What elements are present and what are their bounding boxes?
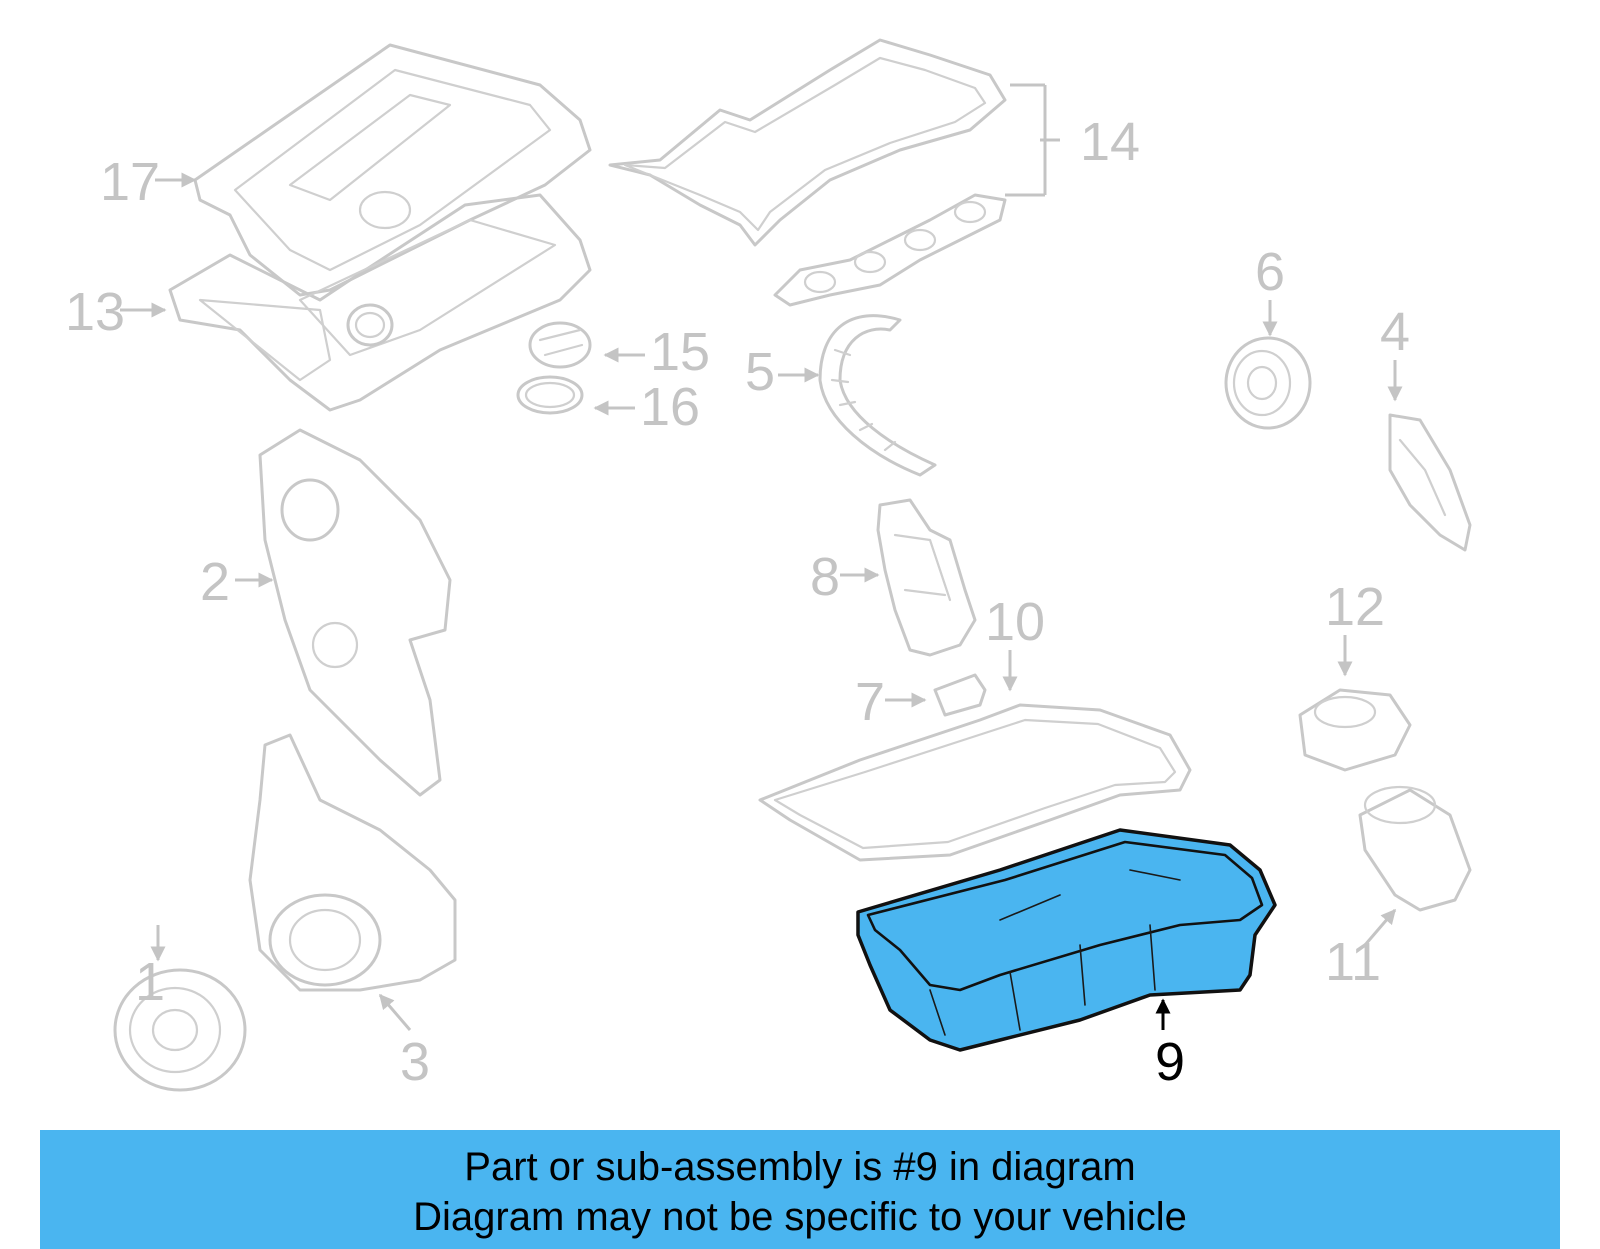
- part-12-oil-filter-housing: [1298, 688, 1412, 772]
- info-banner: Part or sub-assembly is #9 in diagram Di…: [40, 1130, 1560, 1249]
- callout-labels: 1 2 3 4 5 6 7 8 9 10 11 12 13 14 15 16 1…: [65, 112, 1410, 1092]
- part-9-oil-pan: [856, 828, 1277, 1052]
- callout-14: 14: [1080, 112, 1140, 172]
- callout-leaders: [120, 83, 1403, 1031]
- callout-8: 8: [810, 547, 840, 607]
- callout-1: 1: [135, 952, 165, 1012]
- part-5-timing-chain: [818, 314, 937, 477]
- part-6-idler-pulley: [1224, 336, 1312, 430]
- callout-6: 6: [1255, 242, 1285, 302]
- part-2-timing-cover-upper: [258, 428, 452, 797]
- callout-9: 9: [1155, 1032, 1185, 1092]
- callout-7: 7: [855, 672, 885, 732]
- banner-line-1: Part or sub-assembly is #9 in diagram: [464, 1145, 1136, 1189]
- banner-line-2: Diagram may not be specific to your vehi…: [413, 1195, 1187, 1239]
- callout-11: 11: [1325, 932, 1381, 992]
- part-11-oil-filter: [1358, 785, 1472, 912]
- part-3-timing-cover-lower: [248, 733, 457, 992]
- callout-13: 13: [65, 282, 125, 342]
- callout-3: 3: [400, 1032, 430, 1092]
- callout-17: 17: [100, 152, 160, 212]
- callout-16: 16: [640, 377, 700, 437]
- callout-12: 12: [1325, 577, 1385, 637]
- part-7-oil-strainer: [933, 673, 987, 717]
- part-1-crankshaft-pulley: [113, 968, 247, 1092]
- callout-10: 10: [985, 592, 1045, 652]
- callout-5: 5: [745, 342, 775, 402]
- callout-15: 15: [650, 322, 710, 382]
- part-15-oil-filler-cap: [528, 321, 592, 369]
- part-10-oil-pan-gasket: [758, 703, 1192, 862]
- part-13-valve-cover: [168, 193, 592, 412]
- callout-2: 2: [200, 552, 230, 612]
- part-14-valve-cover-gasket: [608, 38, 1007, 307]
- part-16-cap-seal: [516, 375, 584, 415]
- callout-4: 4: [1380, 302, 1410, 362]
- part-8-oil-pump: [876, 498, 977, 657]
- part-4-bracket: [1388, 413, 1472, 552]
